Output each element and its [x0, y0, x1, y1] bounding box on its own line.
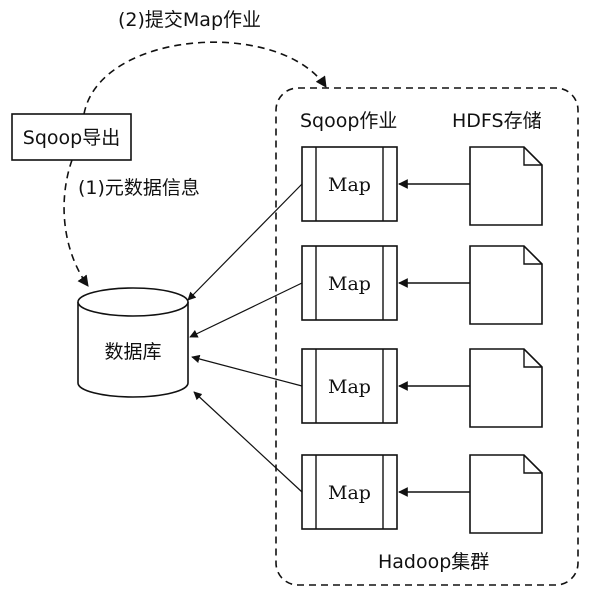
map-to-database-arrow: [187, 183, 303, 301]
map-task-box: [301, 146, 398, 222]
map-task-row: Map: [191, 348, 543, 428]
step-metadata-label: (1)元数据信息: [78, 177, 200, 199]
step-submit-map-job-label: (2)提交Map作业: [118, 9, 261, 31]
map-task-label: Map: [328, 376, 371, 398]
database-label: 数据库: [104, 341, 161, 363]
hdfs-document-icon: [469, 348, 543, 428]
sqoop-export-box: [11, 113, 132, 161]
map-task-label: Map: [328, 174, 371, 196]
hadoop-cluster-boundary: [275, 87, 579, 586]
map-to-database-arrow: [191, 354, 303, 387]
metadata-arrow: [63, 159, 89, 287]
map-task-label: Map: [328, 482, 371, 504]
sqoop-job-header: Sqoop作业: [300, 110, 397, 132]
map-task-label: Map: [328, 273, 371, 295]
hdfs-storage-header: HDFS存储: [452, 110, 542, 132]
hdfs-document-fold: [523, 147, 542, 166]
hdfs-document-fold: [523, 349, 542, 368]
submit-map-job-arrow: [83, 41, 327, 115]
map-task-row: Map: [187, 146, 543, 301]
hdfs-document-icon: [469, 454, 543, 534]
map-task-row: Map: [193, 391, 543, 534]
map-to-database-arrow: [193, 391, 303, 493]
sqoop-export-label: Sqoop导出: [23, 127, 120, 149]
map-task-box: [301, 245, 398, 321]
hadoop-cluster-label: Hadoop集群: [378, 551, 489, 573]
database-cylinder-icon: [77, 287, 189, 398]
hdfs-document-icon: [469, 146, 543, 226]
hdfs-document-fold: [523, 246, 542, 265]
map-to-database-arrow: [189, 282, 303, 338]
hdfs-document-icon: [469, 245, 543, 325]
hdfs-document-fold: [523, 455, 542, 474]
map-task-row: Map: [189, 245, 543, 338]
